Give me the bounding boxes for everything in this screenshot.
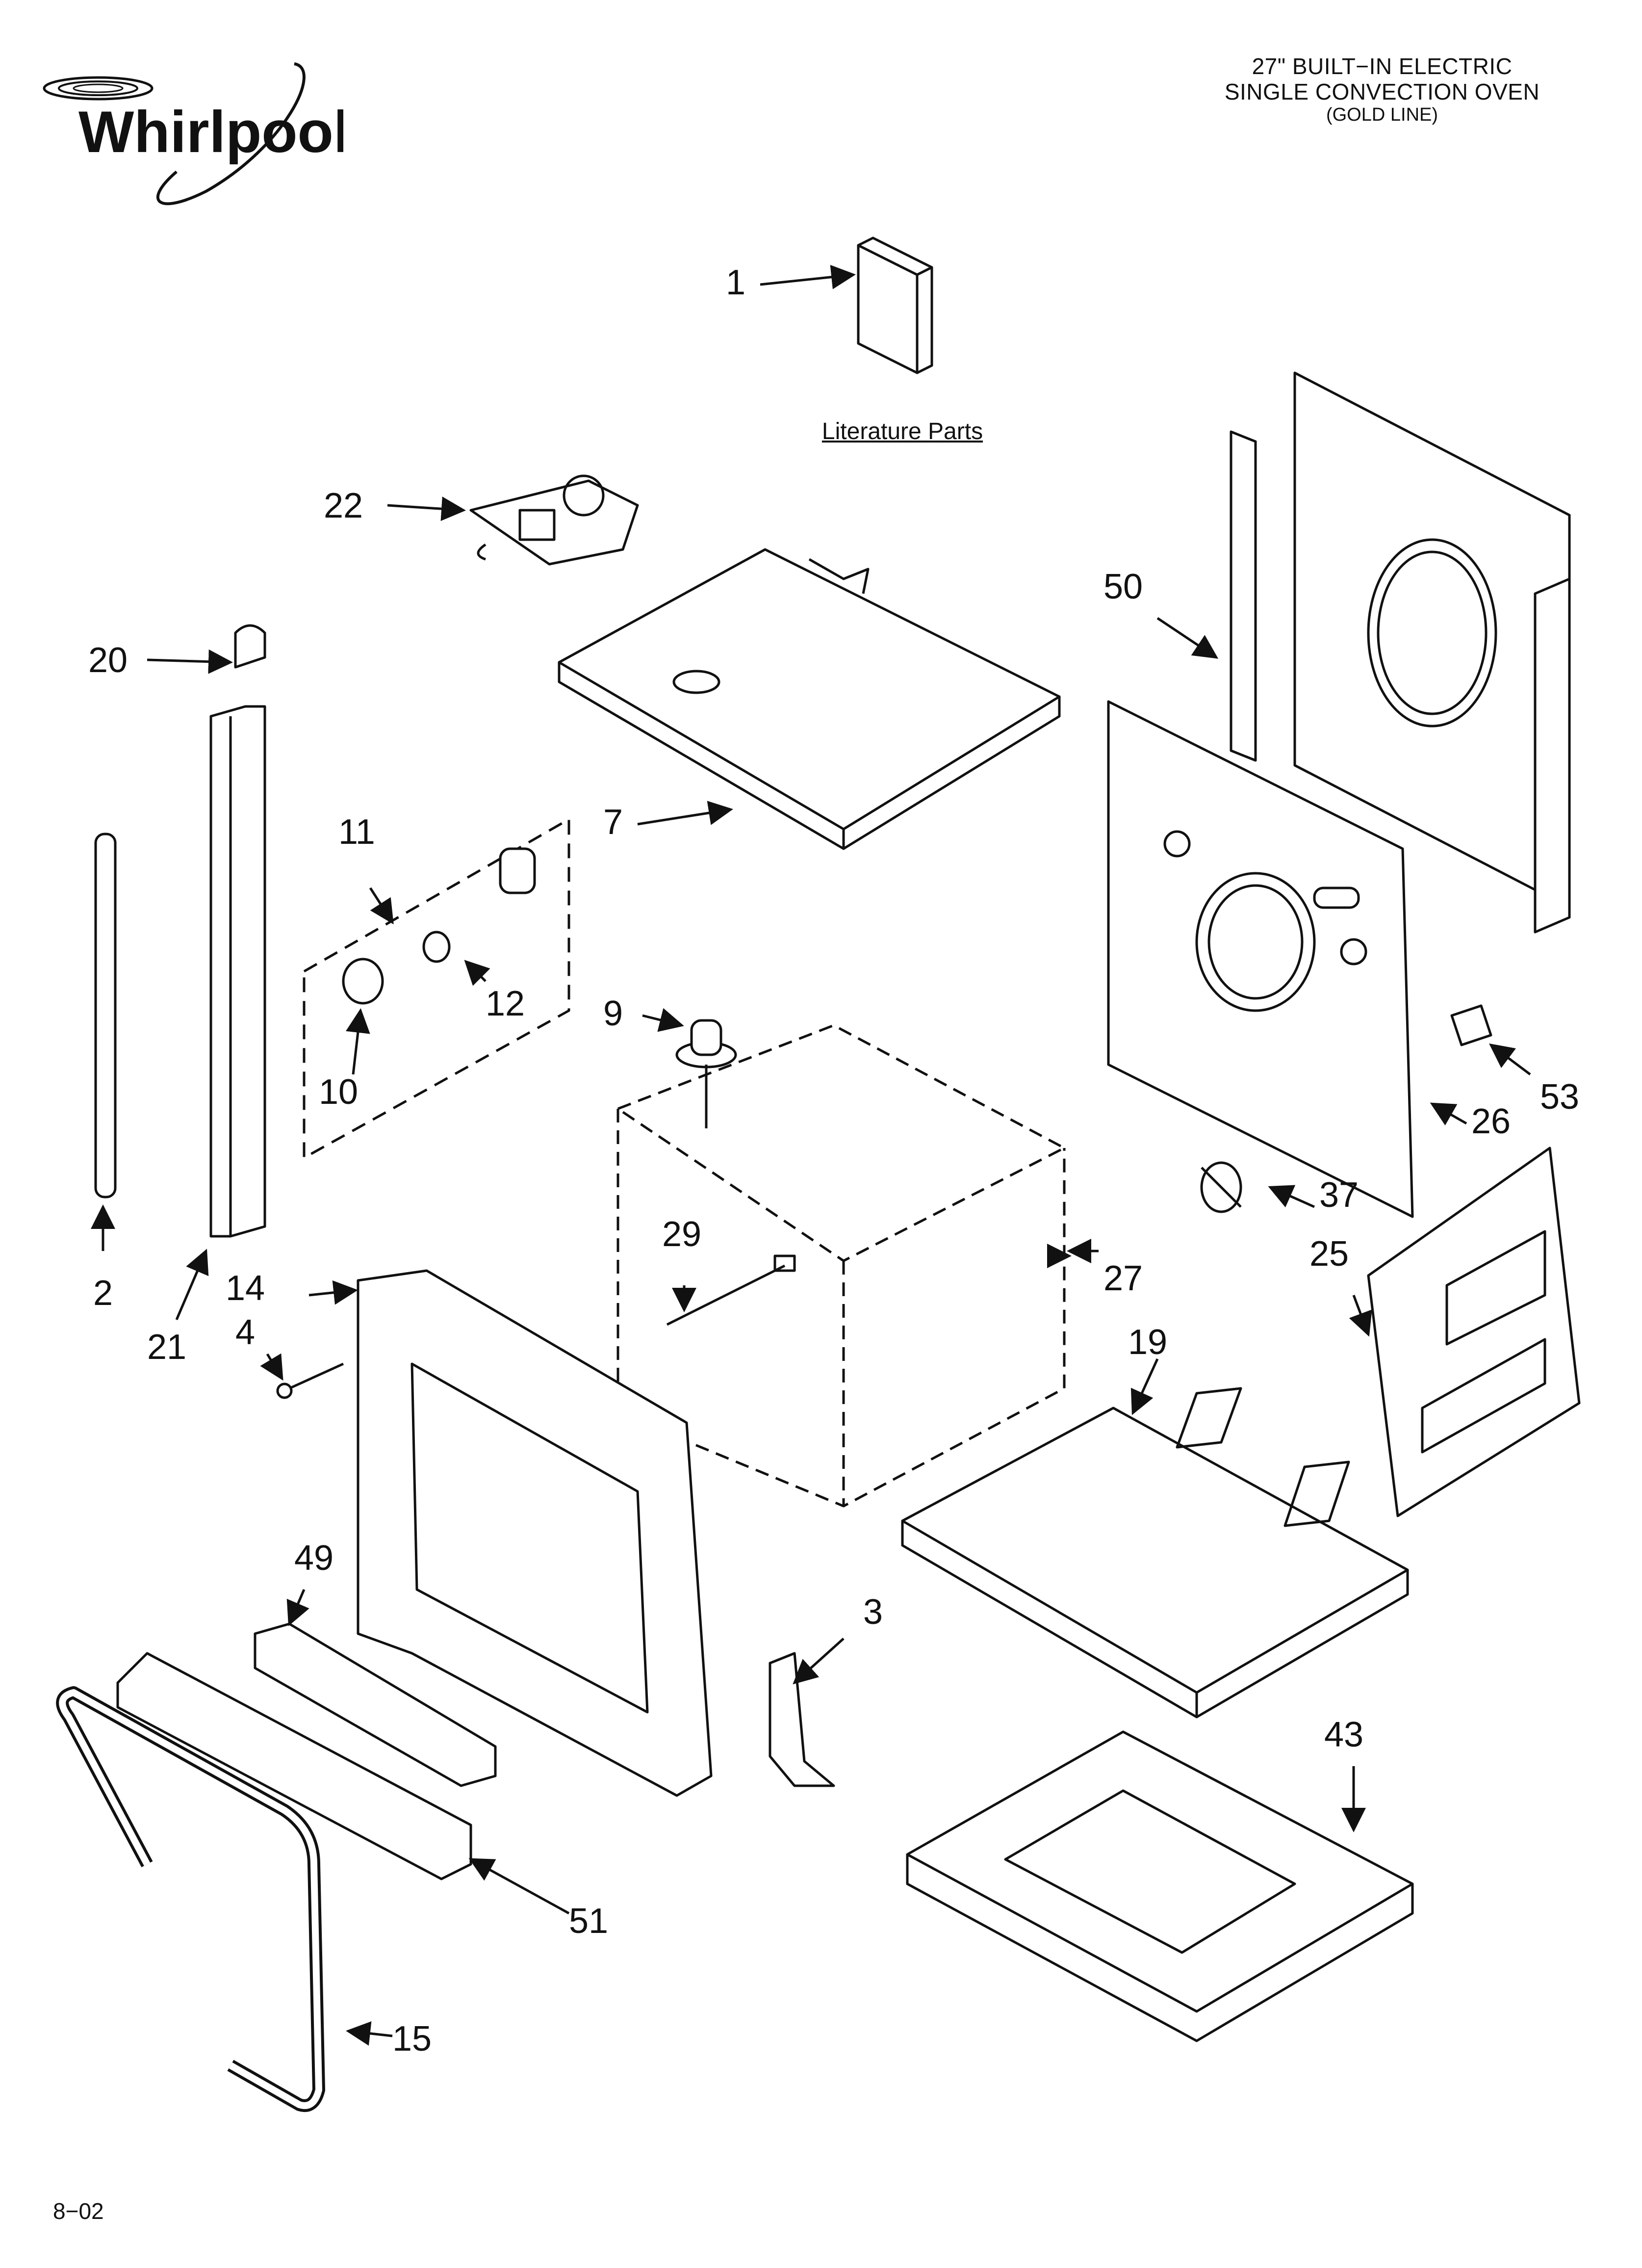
callout-4: 4 [235,1313,256,1352]
part-53-bracket [1450,1004,1492,1046]
callout-22: 22 [324,486,363,525]
part-26-fan-housing [1107,700,1414,1218]
callout-51: 51 [569,1902,609,1941]
callout-29: 29 [662,1215,702,1254]
callout-9: 9 [603,994,623,1033]
part-4-screw [276,1362,344,1399]
callout-7: 7 [603,803,623,842]
part-22-control [469,474,639,566]
part-3-hinge-bracket [769,1652,835,1787]
callout-12: 12 [486,984,525,1023]
callout-19: 19 [1128,1323,1168,1362]
callout-53: 53 [1540,1077,1580,1117]
part-2-tube [94,833,117,1199]
callout-50: 50 [1103,567,1143,606]
part-7-top-panel [558,548,1061,850]
part-50-rear-panel [1230,371,1571,934]
revision-code: 8−02 [53,2198,104,2224]
callout-10: 10 [319,1072,359,1112]
part-14-front-frame [357,1269,713,1797]
logo-wordmark: Whirlpool [78,99,343,165]
callout-21: 21 [147,1328,187,1367]
callout-37: 37 [1319,1175,1359,1215]
callout-3: 3 [863,1592,883,1632]
title-line-3: (GOLD LINE) [1326,104,1438,126]
callout-14: 14 [226,1269,265,1308]
part-21-side-trim [209,705,266,1238]
literature-parts-label: Literature Parts [821,418,983,444]
title-line-2: SINGLE CONVECTION OVEN [1224,78,1540,104]
part-19-bottom-cover [901,1387,1409,1719]
part-43-base-pan [906,1730,1414,2042]
part-10-lens [342,958,384,1005]
callout-15: 15 [392,2019,432,2059]
part-25-side-panel [1367,1147,1581,1517]
part-11-lamp-assembly [303,818,570,1159]
part-9-thermostat [675,1019,737,1128]
callout-1: 1 [726,263,746,302]
part-12-bulb [422,931,451,963]
callout-25: 25 [1309,1234,1349,1274]
callout-11: 11 [338,812,375,852]
part-27-cavity [616,1024,1066,1508]
part-37-switch [1200,1161,1242,1213]
callout-43: 43 [1324,1715,1364,1754]
callout-2: 2 [93,1274,113,1313]
part-1-literature [857,236,933,374]
diagram-title: 27" BUILT−IN ELECTRIC SINGLE CONVECTION … [1181,53,1583,126]
whirlpool-logo: Whirlpool [43,62,343,206]
callout-20: 20 [88,641,128,680]
part-15-gasket [56,1686,325,2112]
part-29-probe [666,1254,796,1326]
part-20-cap [234,624,266,669]
part-11-socket [499,847,536,894]
title-line-1: 27" BUILT−IN ELECTRIC [1252,53,1513,79]
callout-26: 26 [1471,1102,1511,1141]
callout-49: 49 [294,1538,334,1578]
callout-27: 27 [1103,1259,1143,1298]
